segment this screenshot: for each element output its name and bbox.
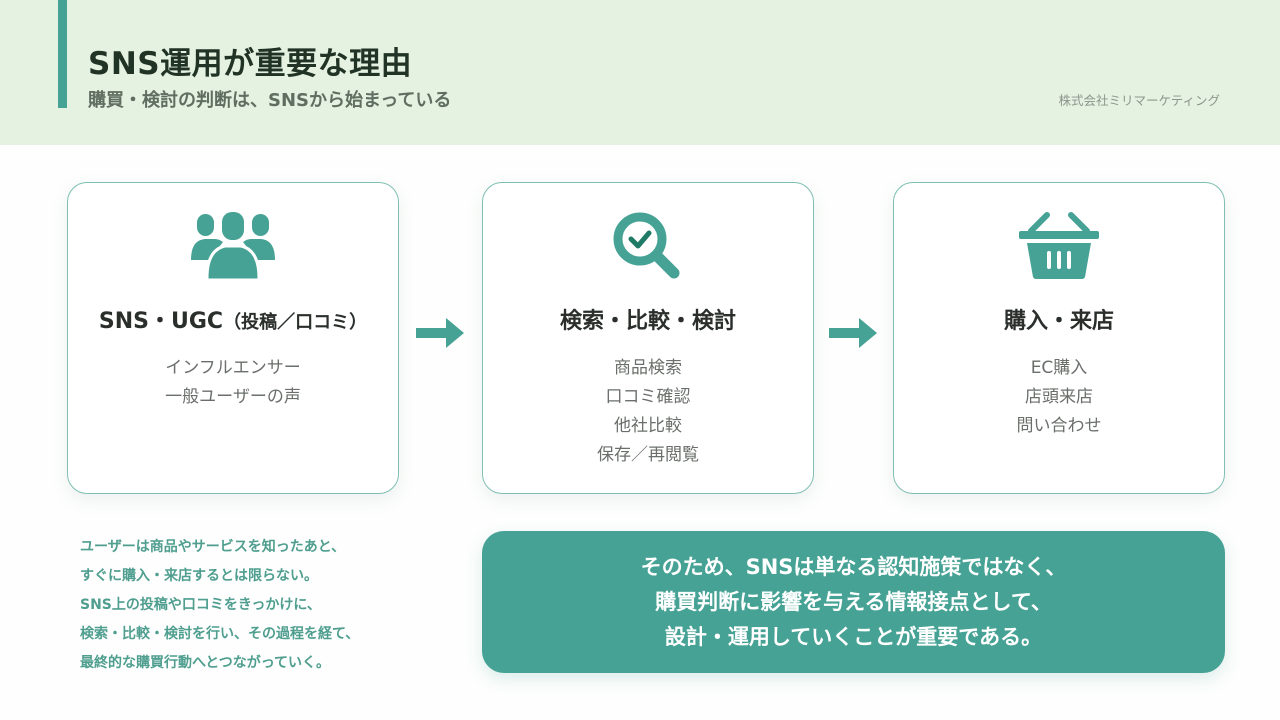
conclusion-box: そのため、SNSは単なる認知施策ではなく、 購買判断に影響を与える情報接点として…	[482, 531, 1225, 673]
step-items: EC購入 店頭来店 問い合わせ	[894, 354, 1224, 441]
step-item: EC購入	[1030, 358, 1088, 378]
page-title: SNS運用が重要な理由	[88, 46, 413, 82]
step-title-main: SNS・UGC	[98, 309, 224, 334]
note-line: 検索・比較・検討を行い、その過程を経て、	[80, 626, 360, 642]
step-item: 保存／再閲覧	[597, 445, 699, 465]
note-line: すぐに購入・来店するとは限らない。	[80, 568, 318, 584]
step-item: 他社比較	[614, 416, 682, 436]
conclusion-line: 購買判断に影響を与える情報接点として、	[655, 589, 1052, 614]
arrow-right-icon	[414, 313, 468, 353]
note-line: ユーザーは商品やサービスを知ったあと、	[80, 539, 346, 555]
step-title: 検索・比較・検討	[559, 309, 736, 334]
step-items: インフルエンサー 一般ユーザーの声	[68, 354, 398, 412]
conclusion-line: そのため、SNSは単なる認知施策ではなく、	[640, 554, 1067, 579]
flow-step-sns-ugc: SNS・UGC（投稿／口コミ） インフルエンサー 一般ユーザーの声	[67, 182, 399, 494]
shopping-basket-icon	[1014, 209, 1104, 285]
step-item: 一般ユーザーの声	[165, 387, 301, 407]
step-title: SNS・UGC（投稿／口コミ）	[68, 303, 398, 335]
header: SNS運用が重要な理由 購買・検討の判断は、SNSから始まっている 株式会社ミリ…	[0, 0, 1280, 145]
company-name: 株式会社ミリマーケティング	[1058, 93, 1220, 108]
conclusion-line: 設計・運用していくことが重要である。	[664, 624, 1043, 649]
flow-step-search-compare: 検索・比較・検討 商品検索 口コミ確認 他社比較 保存／再閲覧	[482, 182, 814, 494]
step-items: 商品検索 口コミ確認 他社比較 保存／再閲覧	[483, 354, 813, 470]
note-line: SNS上の投稿や口コミをきっかけに、	[80, 597, 321, 613]
note-line: 最終的な購買行動へとつながっていく。	[80, 655, 331, 671]
step-item: 問い合わせ	[1016, 416, 1102, 436]
explanation-note: ユーザーは商品やサービスを知ったあと、 すぐに購入・来店するとは限らない。 SN…	[80, 533, 359, 678]
step-item: 店頭来店	[1025, 387, 1093, 407]
step-item: インフルエンサー	[165, 358, 301, 378]
arrow-right-icon	[827, 313, 881, 353]
step-item: 口コミ確認	[605, 387, 691, 407]
step-item: 商品検索	[614, 358, 682, 378]
people-group-icon	[188, 209, 278, 285]
page-subtitle: 購買・検討の判断は、SNSから始まっている	[88, 90, 452, 111]
header-accent-bar	[58, 0, 67, 108]
search-check-icon	[603, 209, 693, 285]
step-title-suffix: （投稿／口コミ）	[223, 312, 368, 333]
step-title: 購入・来店	[1003, 309, 1114, 334]
flow-step-purchase-visit: 購入・来店 EC購入 店頭来店 問い合わせ	[893, 182, 1225, 494]
